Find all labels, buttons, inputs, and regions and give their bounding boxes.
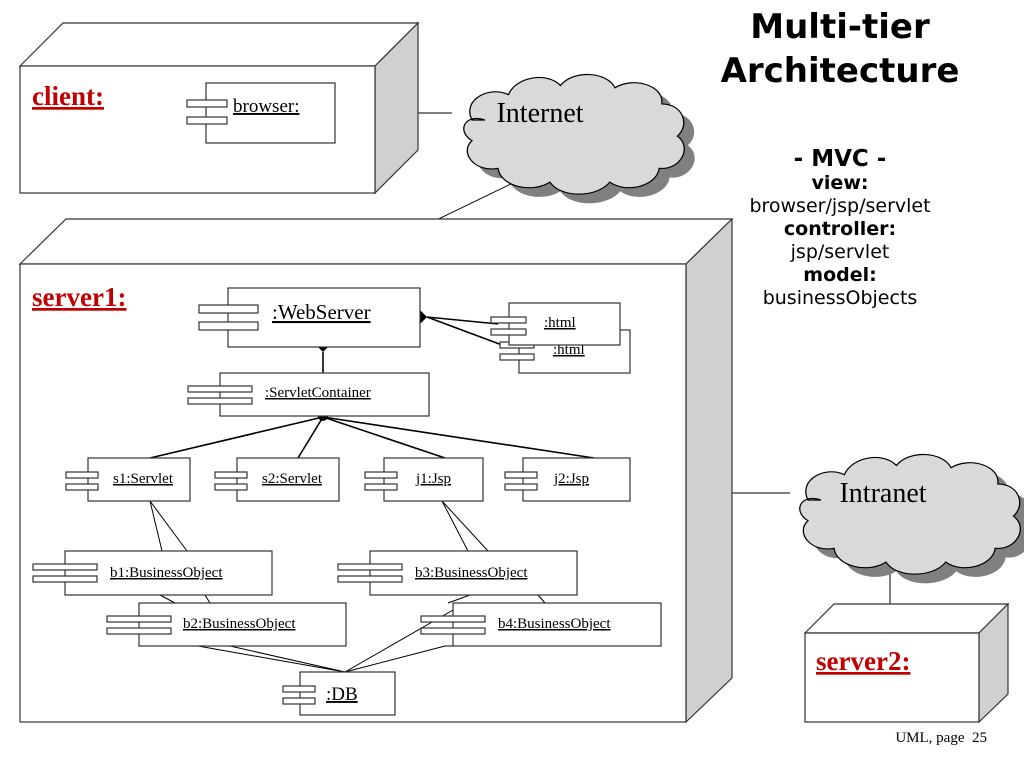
mvc-legend: - MVC - view: browser/jsp/servlet contro… [749, 146, 930, 309]
servlet-container-label: :ServletContainer [265, 385, 371, 401]
mvc-controller-value: jsp/servlet [790, 241, 890, 263]
mvc-view-value: browser/jsp/servlet [749, 195, 930, 217]
component-b4-business-object: b4:BusinessObject [420, 602, 662, 647]
webserver-label: :WebServer [272, 300, 371, 324]
component-html-front: :html [490, 302, 621, 346]
component-servlet-container: :ServletContainer [187, 372, 430, 417]
mvc-heading: - MVC - [794, 146, 887, 172]
internet-label: Internet [496, 98, 583, 129]
j1-jsp-label: j1:Jsp [415, 471, 451, 487]
component-j2-jsp: j2:Jsp [504, 457, 631, 502]
b4-business-object-label: b4:BusinessObject [498, 616, 611, 632]
html-front-label: :html [544, 315, 576, 331]
client-node-label: client: [32, 81, 104, 111]
mvc-model-label: model: [803, 264, 876, 286]
mvc-view-label: view: [812, 172, 869, 194]
component-s1-servlet: s1:Servlet [65, 457, 191, 502]
internet-cloud: Internet [463, 73, 695, 204]
mvc-controller-label: controller: [784, 218, 896, 240]
s1-servlet-label: s1:Servlet [113, 471, 174, 487]
db-label: :DB [326, 684, 358, 705]
intranet-label: Intranet [839, 478, 926, 509]
b3-business-object-label: b3:BusinessObject [415, 565, 528, 581]
server2-node [803, 602, 1010, 724]
j2-jsp-label: j2:Jsp [553, 471, 589, 487]
page-footer: UML, page 25 [895, 730, 987, 746]
component-b1-business-object: b1:BusinessObject [32, 550, 273, 596]
server1-node-label: server1: [32, 282, 126, 312]
browser-label: browser: [233, 96, 299, 117]
component-b2-business-object: b2:BusinessObject [106, 602, 347, 647]
component-browser: browser: [186, 82, 336, 144]
server2-node-label: server2: [816, 646, 910, 676]
b1-business-object-label: b1:BusinessObject [110, 565, 223, 581]
component-j1-jsp: j1:Jsp [364, 457, 484, 502]
component-b3-business-object: b3:BusinessObject [337, 550, 578, 596]
s2-servlet-label: s2:Servlet [262, 471, 323, 487]
html-back-label: :html [553, 342, 585, 358]
component-s2-servlet: s2:Servlet [214, 457, 340, 502]
intranet-cloud: Intranet [799, 453, 1024, 584]
title-line1: Multi-tier [750, 7, 930, 47]
mvc-model-value: businessObjects [763, 287, 918, 309]
b2-business-object-label: b2:BusinessObject [183, 616, 296, 632]
title-line2: Architecture [721, 51, 960, 91]
component-webserver: :WebServer [198, 287, 421, 348]
component-db: :DB [282, 671, 396, 716]
